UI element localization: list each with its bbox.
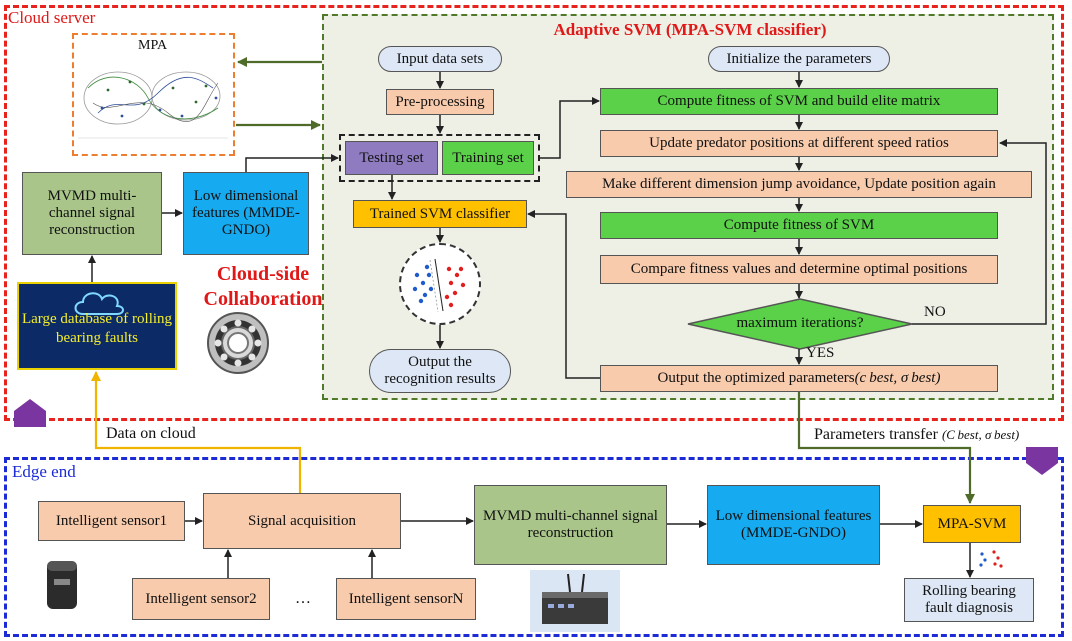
update-positions-box: Update predator positions at different s…	[600, 130, 998, 157]
training-set-box: Training set	[442, 141, 534, 175]
cloud-server-title: Cloud server	[8, 8, 96, 27]
fitness-elite-box: Compute fitness of SVM and build elite m…	[600, 88, 998, 115]
cloud-marker-icon	[14, 399, 46, 427]
optimized-params-text: Output the optimized parameters	[657, 370, 855, 386]
optimized-params-symbols: (c best, σ best)	[854, 370, 941, 386]
fault-diagnosis-box: Rolling bearing fault diagnosis	[904, 578, 1034, 622]
sensor1-box: Intelligent sensor1	[38, 501, 185, 541]
optimized-params-box: Output the optimized parameters(c best, …	[600, 365, 998, 392]
scatter-icon	[412, 258, 466, 313]
max-iterations-decision	[687, 298, 913, 350]
sensor-ellipsis: …	[295, 590, 311, 607]
signal-acquisition-box: Signal acquisition	[203, 493, 401, 549]
cloud-server-region	[4, 5, 1064, 421]
data-on-cloud-label: Data on cloud	[106, 425, 196, 442]
yes-label: YES	[806, 345, 835, 361]
edge-device-icon	[530, 570, 620, 632]
params-transfer-symbols: (C best, σ best)	[941, 427, 1020, 442]
dataset-split-group	[339, 134, 540, 182]
preprocessing-box: Pre-processing	[386, 89, 494, 115]
jump-avoidance-box: Make different dimension jump avoidance,…	[566, 171, 1032, 198]
mpa-region	[72, 33, 235, 156]
cloud-low-dim-box: Low dimensional features (MMDE-GNDO)	[183, 172, 309, 255]
database-image: Large database of rolling bearing faults	[17, 282, 177, 370]
mpa-label: MPA	[138, 38, 168, 53]
max-iterations-label: maximum iterations?	[736, 315, 864, 331]
edge-end-title: Edge end	[12, 462, 76, 481]
svm-title: Adaptive SVM (MPA-SVM classifier)	[553, 20, 827, 39]
edge-marker-icon	[1026, 447, 1058, 475]
trained-svm-box: Trained SVM classifier	[353, 200, 527, 228]
diagnosis-scatter-icon	[979, 550, 1003, 568]
mpa-swarm-illustration	[78, 71, 228, 139]
params-transfer-text: Parameters transfer	[814, 426, 938, 443]
compare-fitness-box: Compare fitness values and determine opt…	[600, 255, 998, 284]
no-label: NO	[924, 304, 946, 320]
cloud-side-collaboration: Cloud-side Collaboration	[203, 263, 323, 310]
sensor-device-icon	[47, 561, 77, 609]
input-datasets-box: Input data sets	[378, 46, 502, 72]
output-results-box: Output the recognition results	[369, 349, 511, 393]
cloud-icon	[74, 292, 124, 315]
cloud-mvmd-box: MVMD multi-channel signal reconstruction	[22, 172, 162, 255]
edge-end-region	[4, 457, 1064, 637]
compute-fitness-box: Compute fitness of SVM	[600, 212, 998, 239]
classifier-result-illustration	[399, 243, 481, 325]
database-label: Large database of rolling bearing faults	[21, 311, 173, 346]
initialize-box: Initialize the parameters	[708, 46, 890, 72]
bearing-icon	[207, 312, 269, 374]
params-transfer-label: Parameters transfer (C best, σ best)	[814, 426, 1019, 444]
sensorN-box: Intelligent sensorN	[336, 578, 476, 620]
edge-mvmd-box: MVMD multi-channel signal reconstruction	[474, 485, 667, 565]
mpa-svm-box: MPA-SVM	[923, 505, 1021, 543]
sensor2-box: Intelligent sensor2	[132, 578, 270, 620]
testing-set-box: Testing set	[345, 141, 438, 175]
edge-low-dim-box: Low dimensional features (MMDE-GNDO)	[707, 485, 880, 565]
